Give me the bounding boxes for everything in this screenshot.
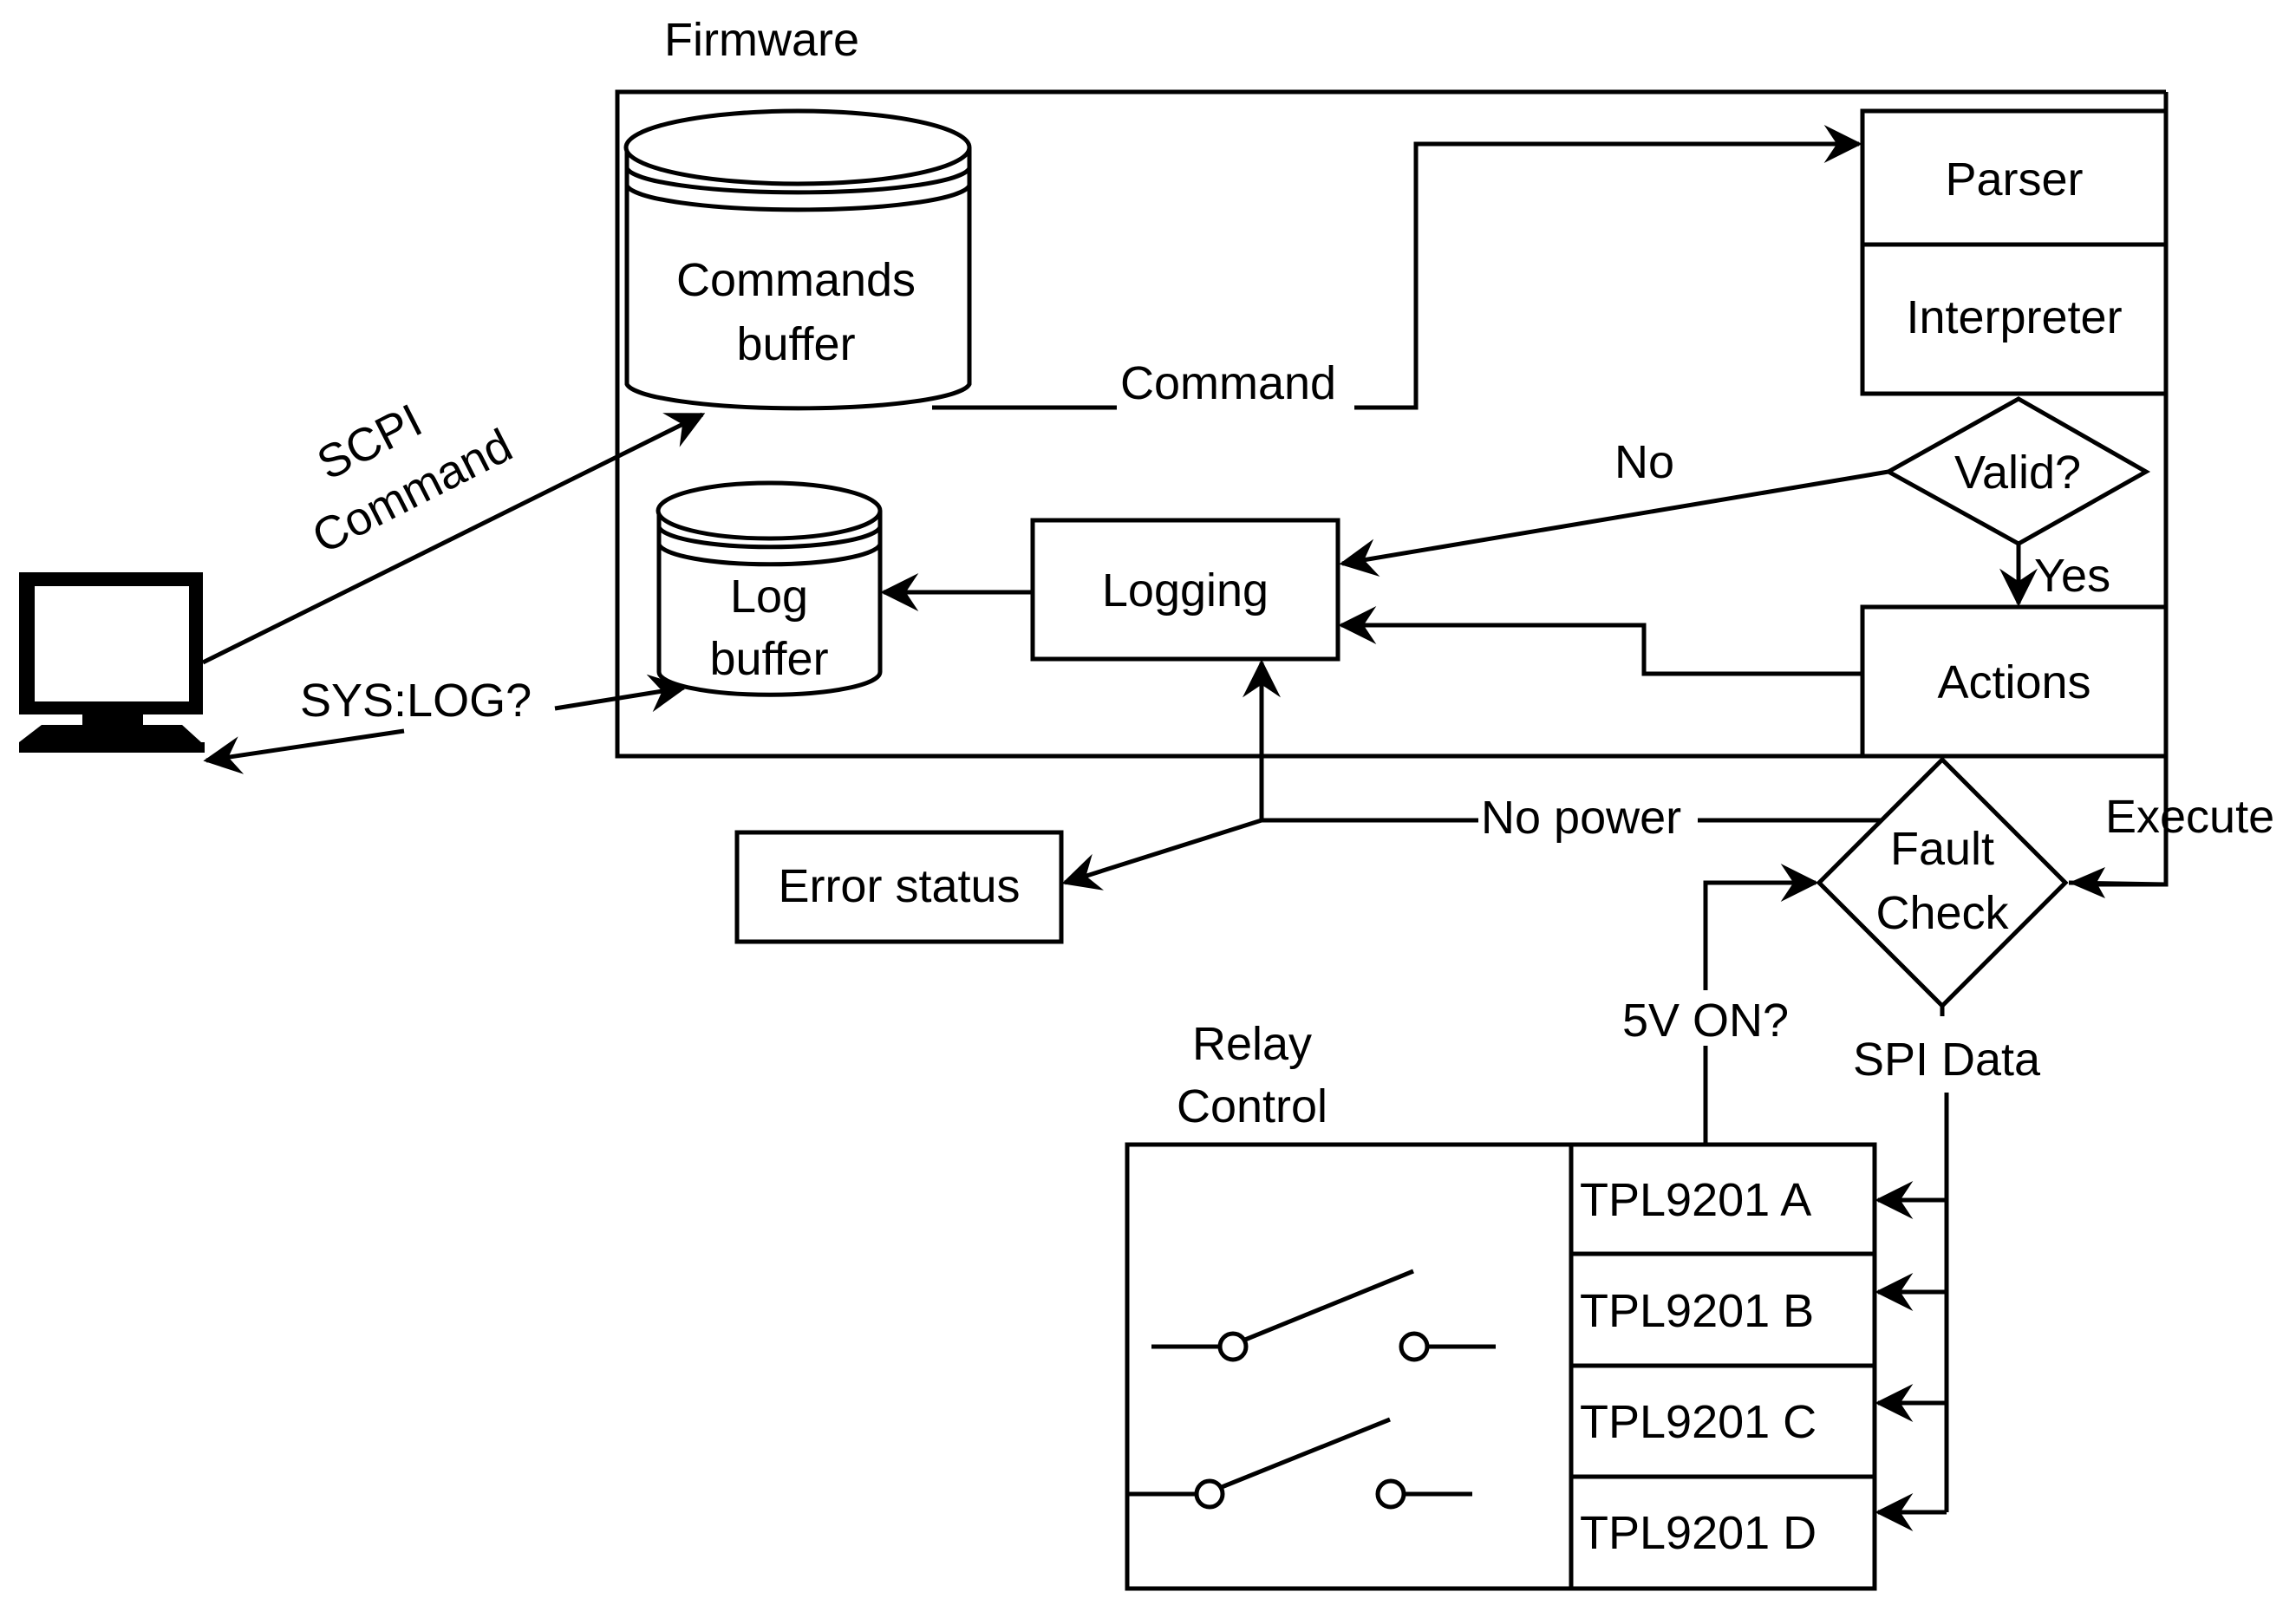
relay-control-label-line1: Relay [1192, 1018, 1312, 1070]
driver-c-label: TPL9201 C [1580, 1396, 1817, 1448]
log-buffer-label-line2: buffer [709, 633, 828, 685]
computer-icon [19, 572, 205, 756]
sys-log-label: SYS:LOG? [300, 675, 532, 727]
commands-buffer-label-line2: buffer [736, 318, 855, 370]
spi-data-label: SPI Data [1853, 1034, 2041, 1086]
driver-d-label: TPL9201 D [1580, 1507, 1817, 1559]
fault-check-label-line1: Fault [1890, 823, 1994, 875]
command-edge-end [1354, 125, 1862, 410]
firmware-label: Firmware [664, 14, 859, 66]
relay-switch-1 [1151, 1269, 1496, 1362]
yes-label: Yes [2034, 550, 2110, 602]
execute-label: Execute [2105, 791, 2274, 843]
error-status-box: Error status [734, 830, 1064, 944]
logging-label: Logging [1102, 564, 1269, 617]
sys-log-arrow-in [554, 674, 688, 713]
relay-control-block: Relay Control TPL9201 A TPL9201 B TPL920… [1125, 1018, 1877, 1591]
interpreter-label: Interpreter [1906, 291, 2122, 343]
parser-box: Parser [1860, 108, 2169, 247]
fault-check-label-line2: Check [1875, 887, 2009, 939]
parser-label: Parser [1945, 153, 2083, 206]
driver-b-label: TPL9201 B [1580, 1285, 1814, 1337]
scpi-command-label: SCPI Command [304, 395, 520, 564]
five-v-label: 5V ON? [1622, 995, 1789, 1047]
interpreter-box: Interpreter [1860, 242, 2169, 396]
log-buffer-cylinder: Log buffer [656, 480, 883, 697]
to-error-status-edge [1061, 818, 1262, 891]
valid-label: Valid? [1954, 447, 2081, 499]
log-buffer-label-line1: Log [730, 571, 808, 623]
execute-arrowhead [2069, 867, 2105, 898]
commands-buffer-cylinder: Commands buffer [623, 108, 972, 411]
five-v-edge [1703, 864, 1819, 1145]
fault-check-decision: Fault Check [1816, 756, 2069, 1009]
no-label: No [1614, 436, 1674, 488]
error-status-label: Error status [778, 860, 1020, 912]
no-power-label: No power [1481, 792, 1681, 844]
logging-box: Logging [1030, 518, 1340, 662]
no-edge [1339, 469, 1889, 577]
sys-log-arrow-out [203, 728, 405, 774]
driver-a-label: TPL9201 A [1580, 1174, 1811, 1226]
scpi-command-arrow [201, 412, 706, 665]
actions-to-logging-edge [1338, 606, 1862, 676]
commands-buffer-label-line1: Commands [676, 254, 916, 306]
command-label: Command [1120, 357, 1336, 409]
actions-label: Actions [1937, 656, 2091, 708]
relay-control-label-line2: Control [1177, 1080, 1327, 1132]
five-v-label-bg [1613, 990, 1795, 1046]
valid-decision: Valid? [1883, 396, 2151, 546]
actions-box: Actions [1860, 604, 2169, 759]
relay-switch-2 [1129, 1417, 1472, 1510]
